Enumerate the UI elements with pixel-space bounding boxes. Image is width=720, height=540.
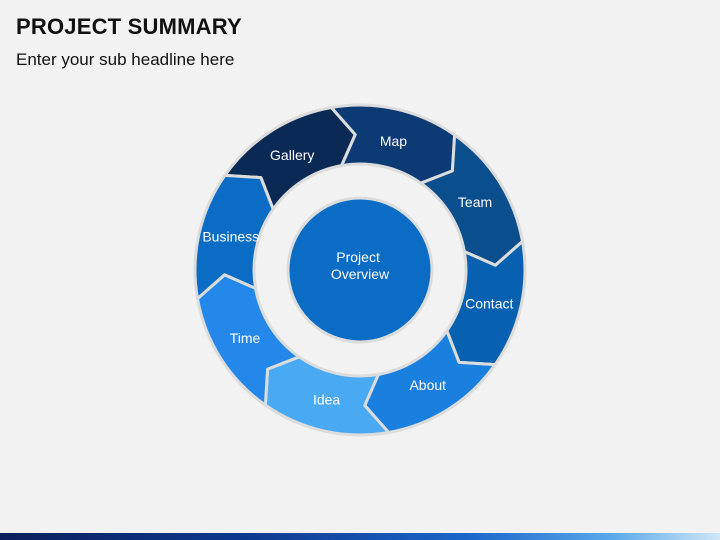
segment-label-about: About (409, 377, 446, 393)
segment-label-time: Time (230, 330, 261, 346)
center-circle (286, 196, 434, 344)
segment-label-gallery: Gallery (270, 147, 314, 163)
center-label-line1: Project (336, 249, 380, 265)
page-subtitle: Enter your sub headline here (16, 50, 235, 69)
page-title: PROJECT SUMMARY (16, 14, 242, 39)
segment-label-contact: Contact (465, 295, 513, 311)
segment-label-team: Team (458, 194, 492, 210)
center-label: Project Overview (331, 249, 390, 282)
segment-business (193, 173, 275, 301)
footer-bar (0, 533, 720, 540)
segment-label-idea: Idea (313, 391, 340, 407)
center-label-line2: Overview (331, 266, 390, 282)
segment-label-business: Business (202, 229, 259, 245)
segment-label-map: Map (380, 133, 407, 149)
